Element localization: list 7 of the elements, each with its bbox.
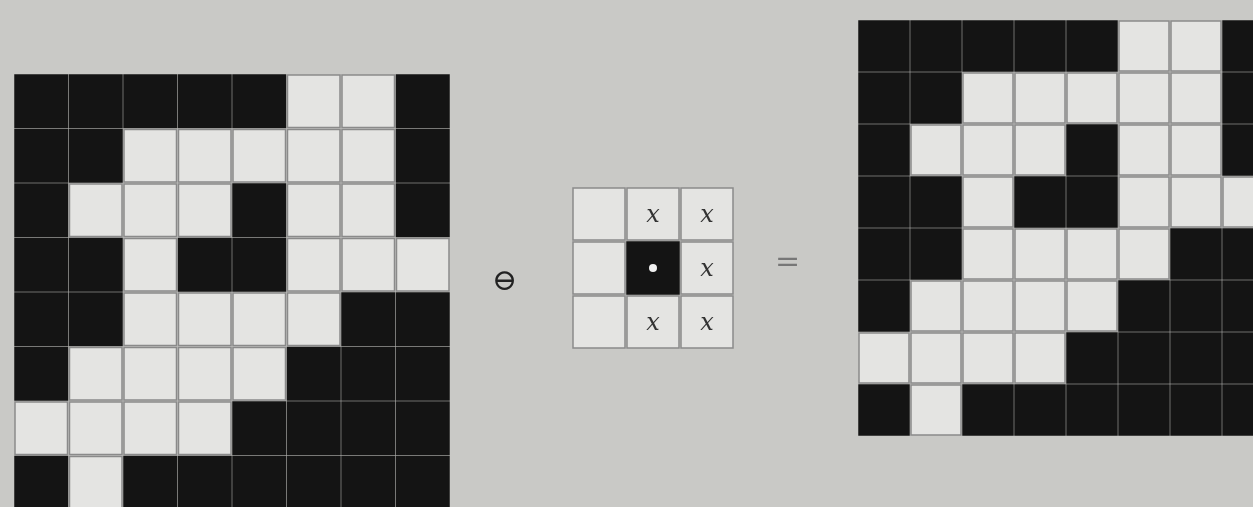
cell-mark: x <box>645 307 661 338</box>
cell-mark: x <box>699 307 715 338</box>
cell-mark: x <box>699 253 715 284</box>
cell-mark: x <box>645 199 661 230</box>
operator-symbol: ⊖ <box>492 262 518 297</box>
cell-mark: x <box>699 199 715 230</box>
equals-sign: = <box>775 243 801 278</box>
